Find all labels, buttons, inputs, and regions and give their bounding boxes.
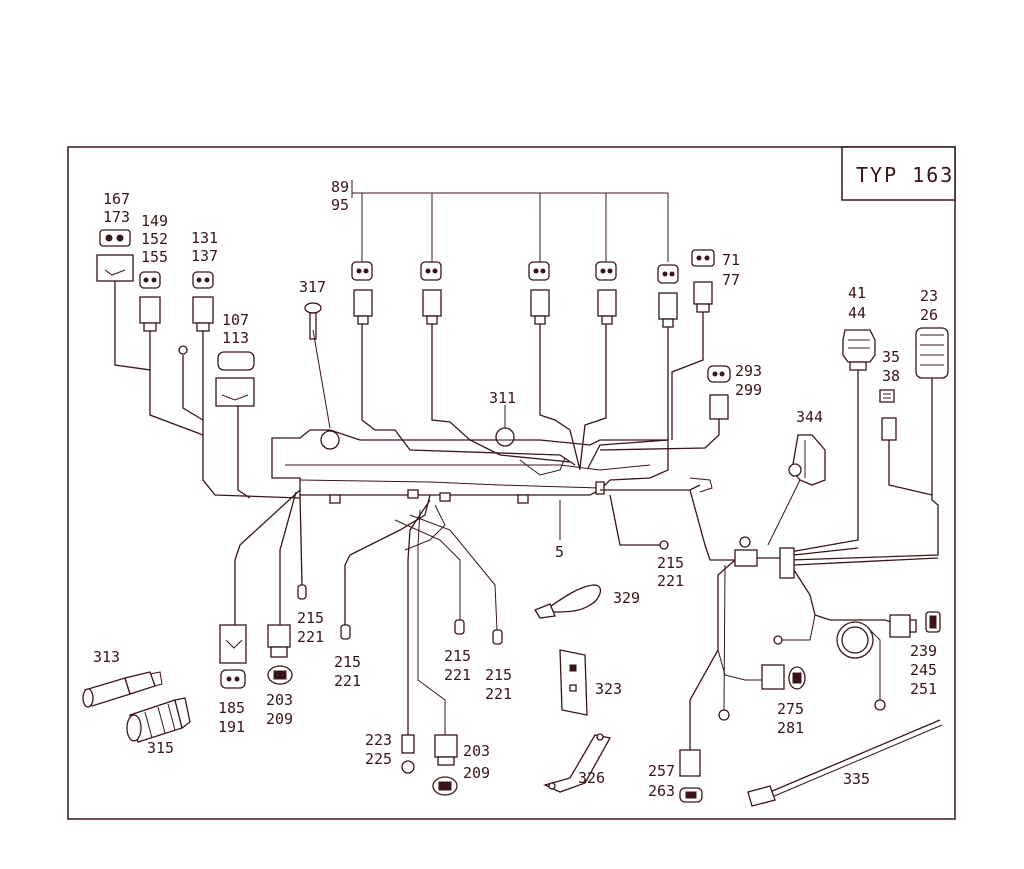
- label-89: 89: [331, 178, 349, 196]
- label-38: 38: [882, 367, 900, 385]
- connector-35-38: 35 38: [879, 348, 933, 496]
- label-185: 185: [218, 699, 245, 717]
- label-313: 313: [93, 648, 120, 666]
- label-311: 311: [489, 389, 516, 407]
- label-209-a: 209: [266, 710, 293, 728]
- bracket-323: 323: [559, 649, 622, 716]
- connector-239-245-251: 239 245 251: [889, 611, 941, 698]
- connector-293-299: 293 299: [599, 362, 762, 451]
- injector-connector-group: 89 95: [331, 178, 679, 471]
- label-275: 275: [777, 700, 804, 718]
- label-335: 335: [843, 770, 870, 788]
- label-137: 137: [191, 247, 218, 265]
- connector-223-225: 223 225: [365, 731, 415, 774]
- label-41: 41: [848, 284, 866, 302]
- label-215-e: 215: [485, 666, 512, 684]
- label-113: 113: [222, 329, 249, 347]
- connector-41-44: 41 44: [789, 284, 876, 553]
- probe-335: 335: [747, 719, 943, 807]
- plug-313: 313: [82, 648, 163, 708]
- label-23: 23: [920, 287, 938, 305]
- center-branches: 215 221 215 221 215 221: [334, 494, 512, 735]
- clip-311: 311: [489, 389, 516, 428]
- label-293: 293: [735, 362, 762, 380]
- label-215-c: 215: [334, 653, 361, 671]
- label-203-a: 203: [266, 691, 293, 709]
- sensor-344: 344: [767, 408, 826, 546]
- branch-185-191: 185 191: [218, 489, 301, 736]
- label-191: 191: [218, 718, 245, 736]
- label-215-d: 215: [444, 647, 471, 665]
- branch-215-221-b: 215 221: [297, 493, 324, 646]
- label-71: 71: [722, 251, 740, 269]
- label-245: 245: [910, 661, 937, 679]
- connector-167-173: 167 173: [96, 190, 204, 436]
- label-317: 317: [299, 278, 326, 296]
- bolt-317: 317: [299, 278, 331, 429]
- connector-107-113: 107 113: [215, 311, 255, 499]
- right-harness: [689, 489, 939, 750]
- cable-tie-329: 329: [534, 584, 640, 619]
- bracket-326: 326: [543, 733, 612, 793]
- label-225: 225: [365, 750, 392, 768]
- connector-203-209-b: 203 209: [432, 734, 490, 796]
- label-155: 155: [141, 248, 168, 266]
- label-215-a: 215: [657, 554, 684, 572]
- branch-203-209-a: 203 209: [266, 491, 297, 728]
- label-95: 95: [331, 196, 349, 214]
- label-299: 299: [735, 381, 762, 399]
- label-223: 223: [365, 731, 392, 749]
- label-152: 152: [141, 230, 168, 248]
- label-263: 263: [648, 782, 675, 800]
- label-329: 329: [613, 589, 640, 607]
- label-221-e: 221: [485, 685, 512, 703]
- connector-71-77: 71 77: [671, 249, 740, 440]
- type-title: TYP 163: [856, 163, 954, 187]
- label-149: 149: [141, 212, 168, 230]
- label-257: 257: [648, 762, 675, 780]
- connector-275-281: 275 281: [761, 664, 806, 737]
- label-326: 326: [578, 769, 605, 787]
- label-323: 323: [595, 680, 622, 698]
- label-251: 251: [910, 680, 937, 698]
- harness-5: 5: [555, 500, 564, 561]
- label-315: 315: [147, 739, 174, 757]
- diagram-frame: [67, 146, 956, 820]
- label-221-b: 221: [297, 628, 324, 646]
- label-173: 173: [103, 208, 130, 226]
- type-title-box: TYP 163: [841, 146, 956, 201]
- label-281: 281: [777, 719, 804, 737]
- label-215-b: 215: [297, 609, 324, 627]
- label-35: 35: [882, 348, 900, 366]
- connector-131-137: 131 137: [191, 229, 301, 499]
- label-203-b: 203: [463, 742, 490, 760]
- connector-257-263: 257 263: [648, 749, 703, 803]
- plug-315: 315: [126, 697, 191, 757]
- connector-149-152-155: 149 152 155: [139, 212, 204, 421]
- label-26: 26: [920, 306, 938, 324]
- label-167: 167: [103, 190, 130, 208]
- label-44: 44: [848, 304, 866, 322]
- label-5: 5: [555, 543, 564, 561]
- connector-23-26: 23 26: [789, 287, 949, 561]
- label-239: 239: [910, 642, 937, 660]
- label-209-b: 209: [463, 764, 490, 782]
- label-221-a: 221: [657, 572, 684, 590]
- label-107: 107: [222, 311, 249, 329]
- harness-trunk: [271, 427, 713, 550]
- label-221-d: 221: [444, 666, 471, 684]
- label-77: 77: [722, 271, 740, 289]
- label-344: 344: [796, 408, 823, 426]
- label-221-c: 221: [334, 672, 361, 690]
- label-131: 131: [191, 229, 218, 247]
